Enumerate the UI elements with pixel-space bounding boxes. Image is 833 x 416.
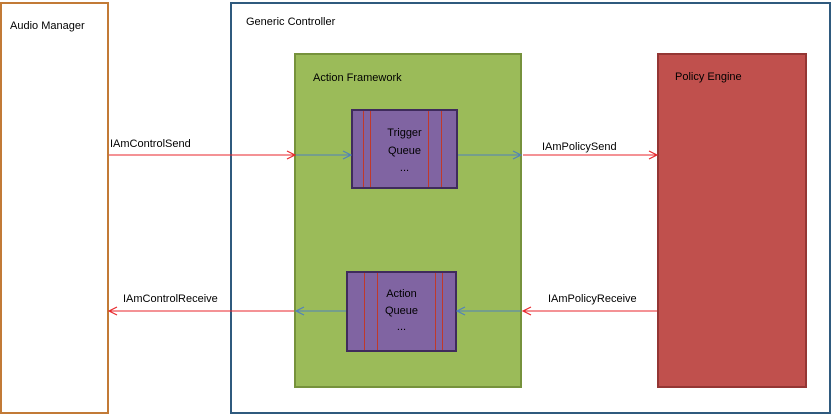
trigger-queue-divider-4 — [441, 111, 442, 187]
audio-manager-box: Audio Manager — [0, 2, 109, 414]
policy-receive-label: IAmPolicyReceive — [548, 293, 637, 305]
action-queue-label-line1: Action — [386, 288, 417, 300]
action-framework-title: Action Framework — [313, 72, 402, 84]
policy-send-label: IAmPolicySend — [542, 141, 617, 153]
audio-manager-title: Audio Manager — [10, 20, 85, 32]
control-receive-label: IAmControlReceive — [123, 293, 218, 305]
action-queue-box: Action Queue ... — [346, 271, 457, 352]
trigger-queue-box: Trigger Queue ... — [351, 109, 458, 189]
action-queue-divider-1 — [364, 273, 365, 350]
policy-engine-box: Policy Engine — [657, 53, 807, 388]
action-queue-divider-2 — [377, 273, 378, 350]
trigger-queue-divider-2 — [370, 111, 371, 187]
policy-engine-title: Policy Engine — [675, 71, 742, 83]
trigger-queue-divider-3 — [428, 111, 429, 187]
trigger-queue-divider-1 — [363, 111, 364, 187]
action-queue-divider-3 — [435, 273, 436, 350]
action-queue-label-line3: ... — [396, 321, 407, 333]
trigger-queue-label-line3: ... — [399, 162, 410, 174]
trigger-queue-label-line2: Queue — [387, 145, 422, 157]
control-send-label: IAmControlSend — [110, 138, 191, 150]
action-queue-divider-4 — [442, 273, 443, 350]
generic-controller-title: Generic Controller — [246, 16, 336, 28]
action-queue-label-line2: Queue — [384, 305, 419, 317]
trigger-queue-label-line1: Trigger — [387, 127, 422, 139]
